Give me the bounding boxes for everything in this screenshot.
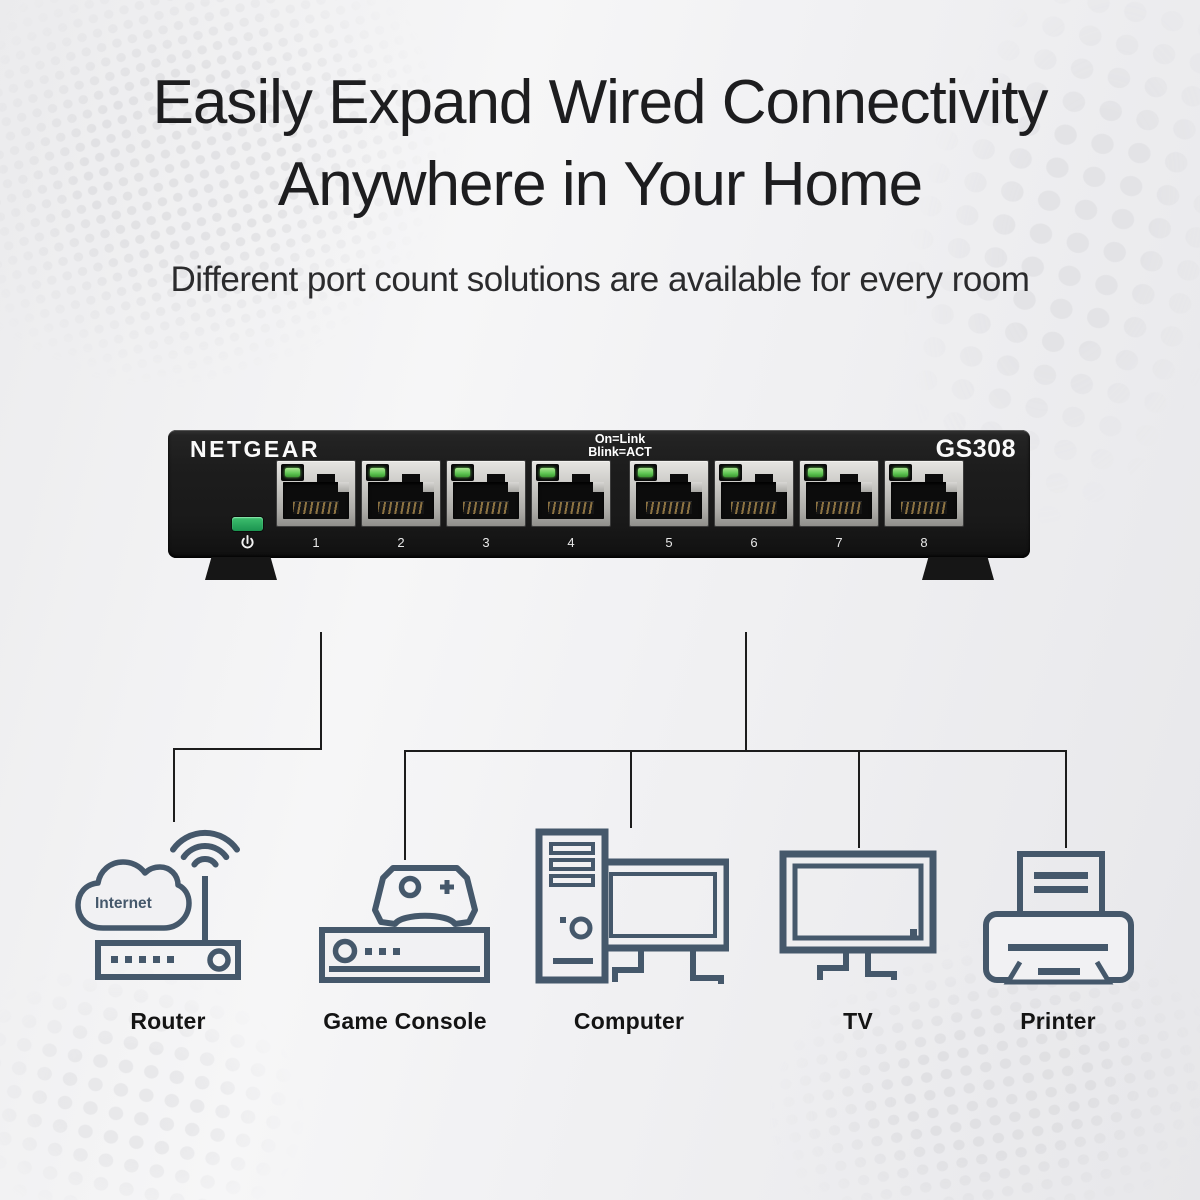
port-number: 7 xyxy=(835,535,843,550)
port-number: 8 xyxy=(920,535,928,550)
rj45-jack xyxy=(891,474,957,519)
ethernet-port-4: 4 xyxy=(531,460,611,550)
link-led-icon xyxy=(893,468,908,477)
link-led-icon xyxy=(808,468,823,477)
tv-icon xyxy=(779,850,936,980)
connector-line xyxy=(320,632,322,749)
port-number: 1 xyxy=(312,535,320,550)
ethernet-port-1: 1 xyxy=(276,460,356,550)
ethernet-port-2: 2 xyxy=(361,460,441,550)
network-switch: NETGEAR GS308 On=Link Blink=ACT 1 2 3 4 … xyxy=(168,430,1030,580)
port-number: 3 xyxy=(482,535,490,550)
internet-cloud-label: Internet xyxy=(95,895,152,912)
connector-line xyxy=(404,750,406,860)
headline-line1: Easily Expand Wired Connectivity xyxy=(152,68,1049,137)
rj45-jack xyxy=(721,474,787,519)
connector-line xyxy=(173,748,322,750)
device-label: Printer xyxy=(1020,1008,1096,1034)
header: Easily Expand Wired Connectivity Anywher… xyxy=(0,62,1200,300)
device-label: Router xyxy=(130,1008,206,1034)
netgear-logo: NETGEAR xyxy=(190,436,320,462)
device-router: Internet Router xyxy=(68,822,268,1037)
link-led-icon xyxy=(723,468,738,477)
switch-foot xyxy=(922,557,994,580)
connector-line xyxy=(858,750,860,848)
port-number: 5 xyxy=(665,535,673,550)
port-number: 6 xyxy=(750,535,758,550)
led-legend: On=Link Blink=ACT xyxy=(560,433,680,459)
device-computer: Computer xyxy=(528,822,730,1037)
device-printer: Printer xyxy=(958,822,1158,1037)
power-icon xyxy=(241,534,254,549)
connector-line xyxy=(1065,750,1067,848)
port-number: 2 xyxy=(397,535,405,550)
device-label: Computer xyxy=(573,1008,685,1034)
rj45-jack xyxy=(538,474,604,519)
device-game-console: Game Console xyxy=(305,822,505,1037)
subtitle: Different port count solutions are avail… xyxy=(170,260,1030,299)
switch-foot xyxy=(205,557,277,580)
connector-line xyxy=(630,750,632,828)
rj45-jack xyxy=(636,474,702,519)
rj45-jack xyxy=(453,474,519,519)
router-icon: Internet xyxy=(75,829,241,980)
link-led-icon xyxy=(540,468,555,477)
led-legend-line1: On=Link xyxy=(594,432,646,446)
link-led-icon xyxy=(370,468,385,477)
rj45-jack xyxy=(283,474,349,519)
link-led-icon xyxy=(455,468,470,477)
ethernet-port-3: 3 xyxy=(446,460,526,550)
link-led-icon xyxy=(285,468,300,477)
ethernet-port-8: 8 xyxy=(884,460,964,550)
game-console-icon xyxy=(319,865,490,983)
link-led-icon xyxy=(638,468,653,477)
ethernet-port-7: 7 xyxy=(799,460,879,550)
port-number: 4 xyxy=(567,535,575,550)
rj45-jack xyxy=(806,474,872,519)
ethernet-port-6: 6 xyxy=(714,460,794,550)
connector-line xyxy=(173,748,175,822)
device-tv: TV xyxy=(758,822,958,1037)
headline-line2: Anywhere in Your Home xyxy=(277,150,923,219)
ethernet-port-5: 5 xyxy=(629,460,709,550)
led-legend-line2: Blink=ACT xyxy=(588,445,652,459)
computer-icon xyxy=(535,828,729,984)
rj45-jack xyxy=(368,474,434,519)
printer-icon xyxy=(982,851,1134,985)
device-label: Game Console xyxy=(323,1008,487,1034)
connector-line xyxy=(745,632,747,751)
connector-line xyxy=(404,750,1067,752)
model-label: GS308 xyxy=(935,435,1016,463)
device-label: TV xyxy=(843,1008,873,1034)
power-led xyxy=(232,517,263,531)
port-row: 1 2 3 4 5 6 7 8 xyxy=(276,460,964,550)
